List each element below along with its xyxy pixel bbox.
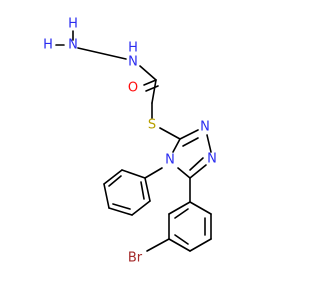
atom-s-thioether: S [148,118,156,133]
bond-n4-phenyl [144,167,163,179]
bond-ar-inner-2 [174,234,189,245]
bond-ph-1 [121,169,146,179]
atom-o-carbonyl: O [128,81,138,96]
bond-ph-inner-3 [140,181,145,200]
bond-c3-n2-inner [182,137,199,147]
bond-ar-6 [168,201,191,215]
bond-carbonyl-co-1 [143,79,157,86]
bond-ph-3 [103,183,110,209]
atom-n-ring-2: N [200,120,210,135]
bond-carbonyl-ch2 [151,79,157,104]
atom-n-ring-1: N [207,152,217,167]
bond-n4-c3 [172,138,181,153]
bond-c3-n2 [179,129,199,140]
bond-ar-1 [189,201,212,215]
atom-h-left: H [43,38,53,53]
atom-br: Br [128,251,143,266]
bond-ph-4 [108,207,133,216]
bond-ar-3 [189,238,212,252]
bond-ar-4 [168,238,191,252]
atom-labels: H H N N H O S N N N Br [43,17,217,266]
bond-ph-2 [103,169,123,185]
bond-n1-c5-inner [189,157,204,171]
atom-h-hydrazide: H [128,41,138,56]
bond-s-c3 [159,127,181,140]
molecule-structure: H H N N H O S N N N Br [43,17,217,266]
atom-n-hydrazide: N [128,55,138,70]
bond-c5-n4 [177,167,191,179]
bond-ar-inner-3 [174,208,189,219]
bond-carbonyl-co-2 [145,85,159,92]
bond-ph-inner-2 [112,203,131,210]
atom-n-amine: N [68,38,78,53]
bond-n2-n1 [206,134,212,153]
bond-nh2-nh [77,47,127,60]
atom-n-ring-4: N [165,153,175,168]
atom-h-top: H [68,17,78,32]
bond-nh-carbonyl-c [139,65,157,81]
bond-n1-c5 [189,164,207,179]
bond-ar-br [146,238,170,252]
bond-ph-6 [144,177,151,202]
bond-ph-5 [131,200,151,216]
bond-ph-inner-1 [108,175,122,187]
bonds [55,30,212,252]
